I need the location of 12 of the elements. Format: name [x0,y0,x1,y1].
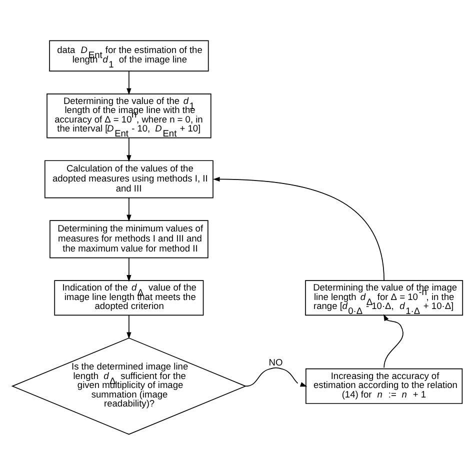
arrow [382,314,403,368]
arrow [212,176,384,280]
arrow [126,257,131,282]
node-box: Increasing the accuracy of estimation according to the relation (14) for n := n + 1 [305,368,462,404]
arrow [126,70,131,94]
arrow [126,196,131,222]
arrow [244,366,307,386]
node-box: Calculation of the values of the adopted measures using methods I, II and III [44,160,213,198]
arrow [126,137,131,162]
edge-label: NO [268,357,282,368]
arrow [126,314,131,338]
node-box: Determining the minimum values of measures for methods I and III and the maximum value for method II [49,220,208,258]
